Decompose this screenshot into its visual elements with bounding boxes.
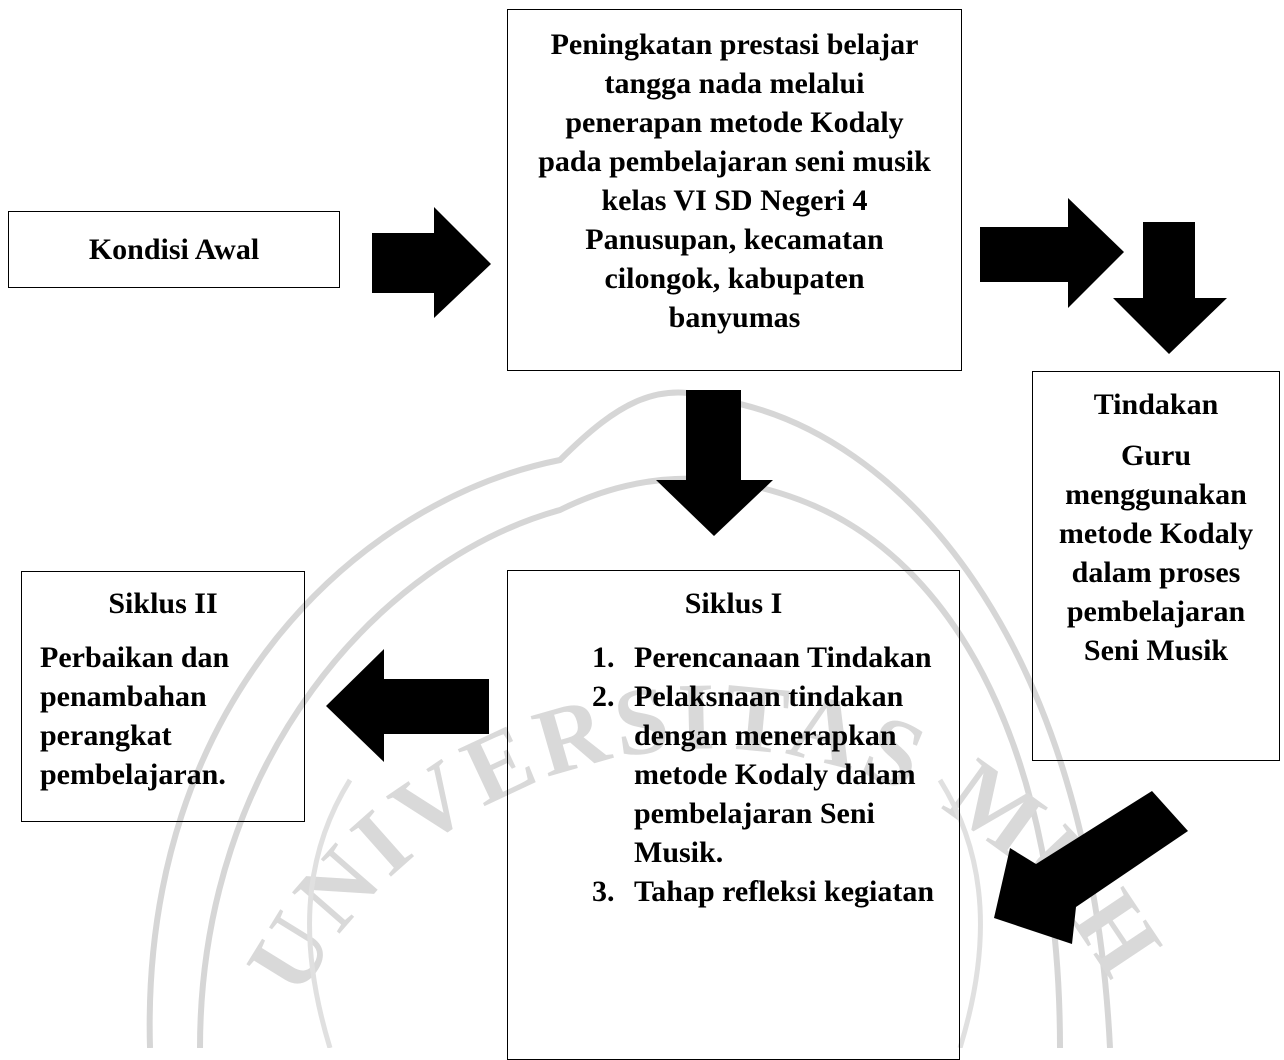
siklus-1-steps: Perencanaan Tindakan Pelaksnaan tindakan… bbox=[508, 638, 959, 911]
siklus-1-step: Pelaksnaan tindakan dengan menerapkan me… bbox=[622, 677, 949, 872]
tindakan-body: Guru menggunakan metode Kodaly dalam pro… bbox=[1058, 439, 1254, 667]
siklus-2-body: Perbaikan dan penambahan perangkat pembe… bbox=[40, 641, 230, 791]
siklus-1-title: Siklus I bbox=[684, 587, 783, 620]
siklus-2-title: Siklus II bbox=[108, 587, 218, 620]
tindakan-box: Tindakan Guru menggunakan metode Kodaly … bbox=[1032, 371, 1280, 761]
arrow-down-2 bbox=[656, 390, 773, 536]
arrow-left bbox=[326, 649, 489, 762]
tindakan-title: Tindakan bbox=[1093, 388, 1219, 421]
siklus-1-step: Tahap refleksi kegiatan bbox=[622, 872, 949, 911]
siklus-1-box: Siklus I Perencanaan Tindakan Pelaksnaan… bbox=[507, 570, 960, 1060]
kondisi-awal-box: Kondisi Awal bbox=[8, 211, 340, 288]
arrow-right-2 bbox=[980, 198, 1124, 308]
arrow-right-1 bbox=[372, 207, 491, 318]
main-topic-text: Peningkatan prestasi belajar tangga nada… bbox=[538, 28, 931, 334]
main-topic-box: Peningkatan prestasi belajar tangga nada… bbox=[507, 9, 962, 371]
siklus-1-step: Perencanaan Tindakan bbox=[622, 638, 949, 677]
siklus-2-box: Siklus II Perbaikan dan penambahan peran… bbox=[21, 571, 305, 822]
arrow-diagonal bbox=[994, 791, 1188, 944]
kondisi-awal-label: Kondisi Awal bbox=[88, 233, 260, 266]
arrow-down-1 bbox=[1113, 222, 1227, 354]
